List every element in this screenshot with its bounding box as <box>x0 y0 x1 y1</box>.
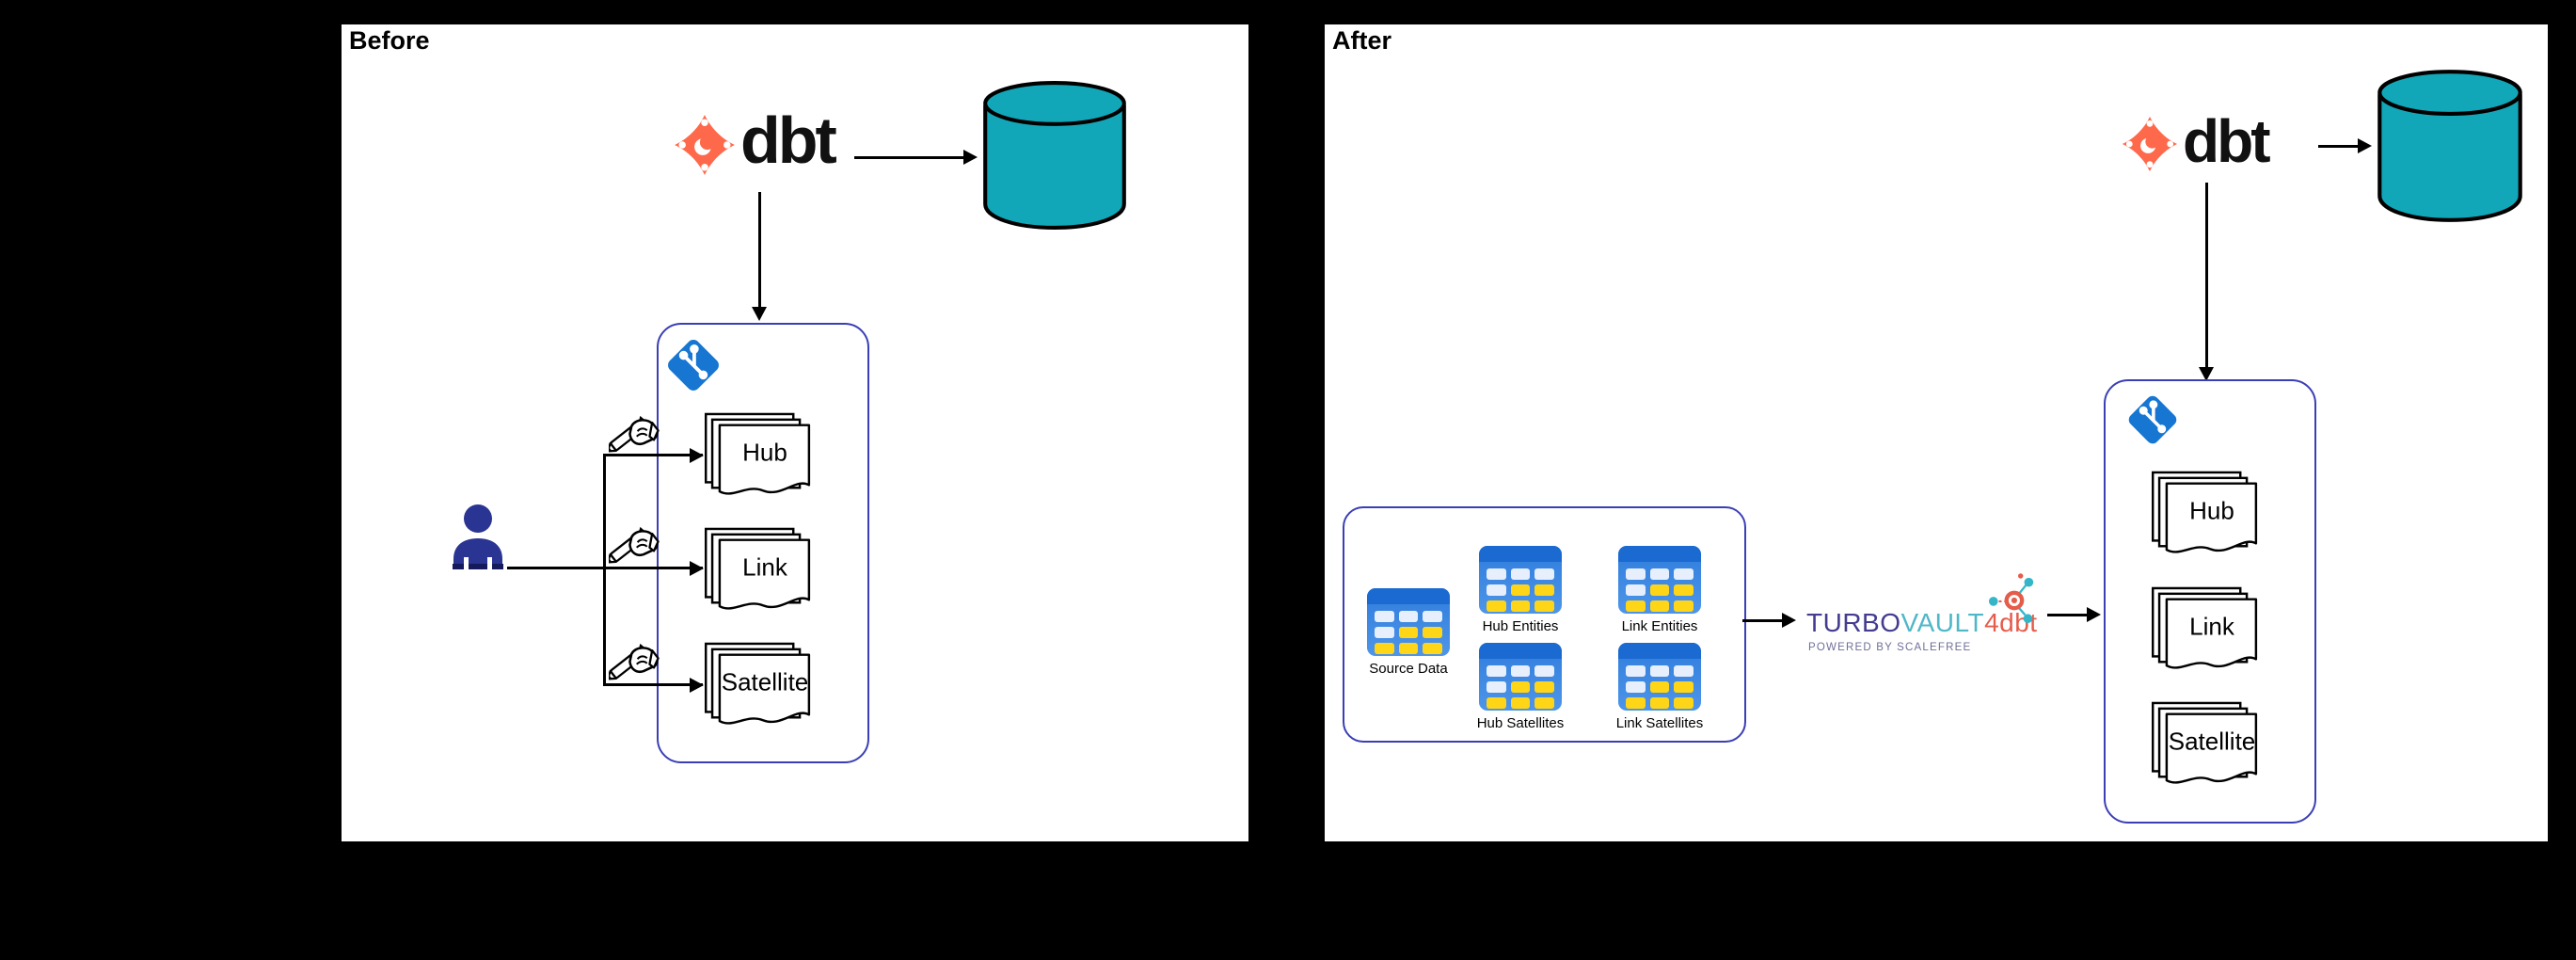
turbovault-logo-turbo: TURBO <box>1806 608 1901 637</box>
dbt-logo-icon <box>2122 116 2178 172</box>
panel-before-title: Before <box>349 26 430 55</box>
table-icon-link-entities: Link Entities <box>1603 546 1716 634</box>
arrow-dbt-to-gitbox <box>758 192 761 309</box>
table-label-link-satellites: Link Satellites <box>1615 715 1704 731</box>
dbt-wordmark: dbt <box>740 104 837 177</box>
table-label-source-data: Source Data <box>1369 661 1448 677</box>
git-icon <box>2124 392 2181 448</box>
table-label-link-entities: Link Entities <box>1621 618 1698 634</box>
turbovault-powered-by: POWERED BY SCALEFREE <box>1808 642 1972 653</box>
document-stack-satellite: Satellite <box>703 642 816 730</box>
arrow-dbt-to-database <box>854 156 965 159</box>
arrowhead-turbovault-to-gitbox <box>2087 607 2101 622</box>
arrow-sources-to-turbovault <box>1742 619 1784 622</box>
arrowhead-to-hub <box>690 448 704 463</box>
person-icon <box>453 504 503 569</box>
table-icon-hub-satellites: Hub Satellites <box>1464 643 1577 731</box>
panel-before: Before dbt Hub Link Satellite <box>342 24 1248 841</box>
arrowhead-dbt-to-database <box>2358 138 2372 153</box>
arrowhead-dbt-to-database <box>963 150 978 165</box>
document-stack-hub: Hub <box>2150 471 2263 559</box>
table-icon-source-data: Source Data <box>1352 588 1465 677</box>
turbovault-logo-vault: VAULT <box>1900 608 1985 637</box>
writing-hand-icon-hub <box>609 414 660 454</box>
table-icon-hub-entities: Hub Entities <box>1464 546 1577 634</box>
database-cylinder-icon <box>978 79 1132 232</box>
git-icon <box>663 335 724 395</box>
doc-label-satellite: Satellite <box>721 667 809 696</box>
doc-label-satellite: Satellite <box>2168 727 2256 756</box>
database-cylinder-icon <box>2372 68 2528 224</box>
table-icon-link-satellites: Link Satellites <box>1603 643 1716 731</box>
document-stack-link: Link <box>2150 586 2263 675</box>
writing-hand-icon-satellite <box>609 642 660 681</box>
arrowhead-sources-to-turbovault <box>1782 613 1796 628</box>
arrow-dbt-to-gitbox <box>2205 183 2208 369</box>
dbt-logo-icon <box>675 115 735 175</box>
arrowhead-to-satellite <box>690 678 704 693</box>
document-stack-satellite: Satellite <box>2150 701 2263 790</box>
table-label-hub-satellites: Hub Satellites <box>1476 715 1565 731</box>
arrow-dbt-to-database <box>2318 145 2360 148</box>
molecule-icon <box>1987 573 2038 626</box>
arrowhead-dbt-to-gitbox <box>752 307 767 321</box>
line-branch-to-hub <box>603 454 703 456</box>
table-label-hub-entities: Hub Entities <box>1482 618 1559 634</box>
arrowhead-to-link <box>690 561 704 576</box>
dbt-wordmark: dbt <box>2183 107 2270 175</box>
turbovault-logo: TURBOVAULT4dbt <box>1806 608 2038 638</box>
document-stack-hub: Hub <box>703 412 816 501</box>
doc-label-link: Link <box>742 552 787 582</box>
doc-label-link: Link <box>2189 612 2234 641</box>
doc-label-hub: Hub <box>742 438 787 467</box>
panel-after-title: After <box>1332 26 1392 55</box>
line-branch-to-satellite <box>603 683 703 686</box>
doc-label-hub: Hub <box>2189 496 2234 525</box>
panel-after: After dbt Hub Link Satellite Source Data <box>1325 24 2548 841</box>
arrow-turbovault-to-gitbox <box>2047 614 2089 616</box>
line-branch-vertical <box>603 454 606 685</box>
document-stack-link: Link <box>703 527 816 616</box>
arrowhead-dbt-to-gitbox <box>2199 367 2214 381</box>
writing-hand-icon-link <box>609 525 660 565</box>
